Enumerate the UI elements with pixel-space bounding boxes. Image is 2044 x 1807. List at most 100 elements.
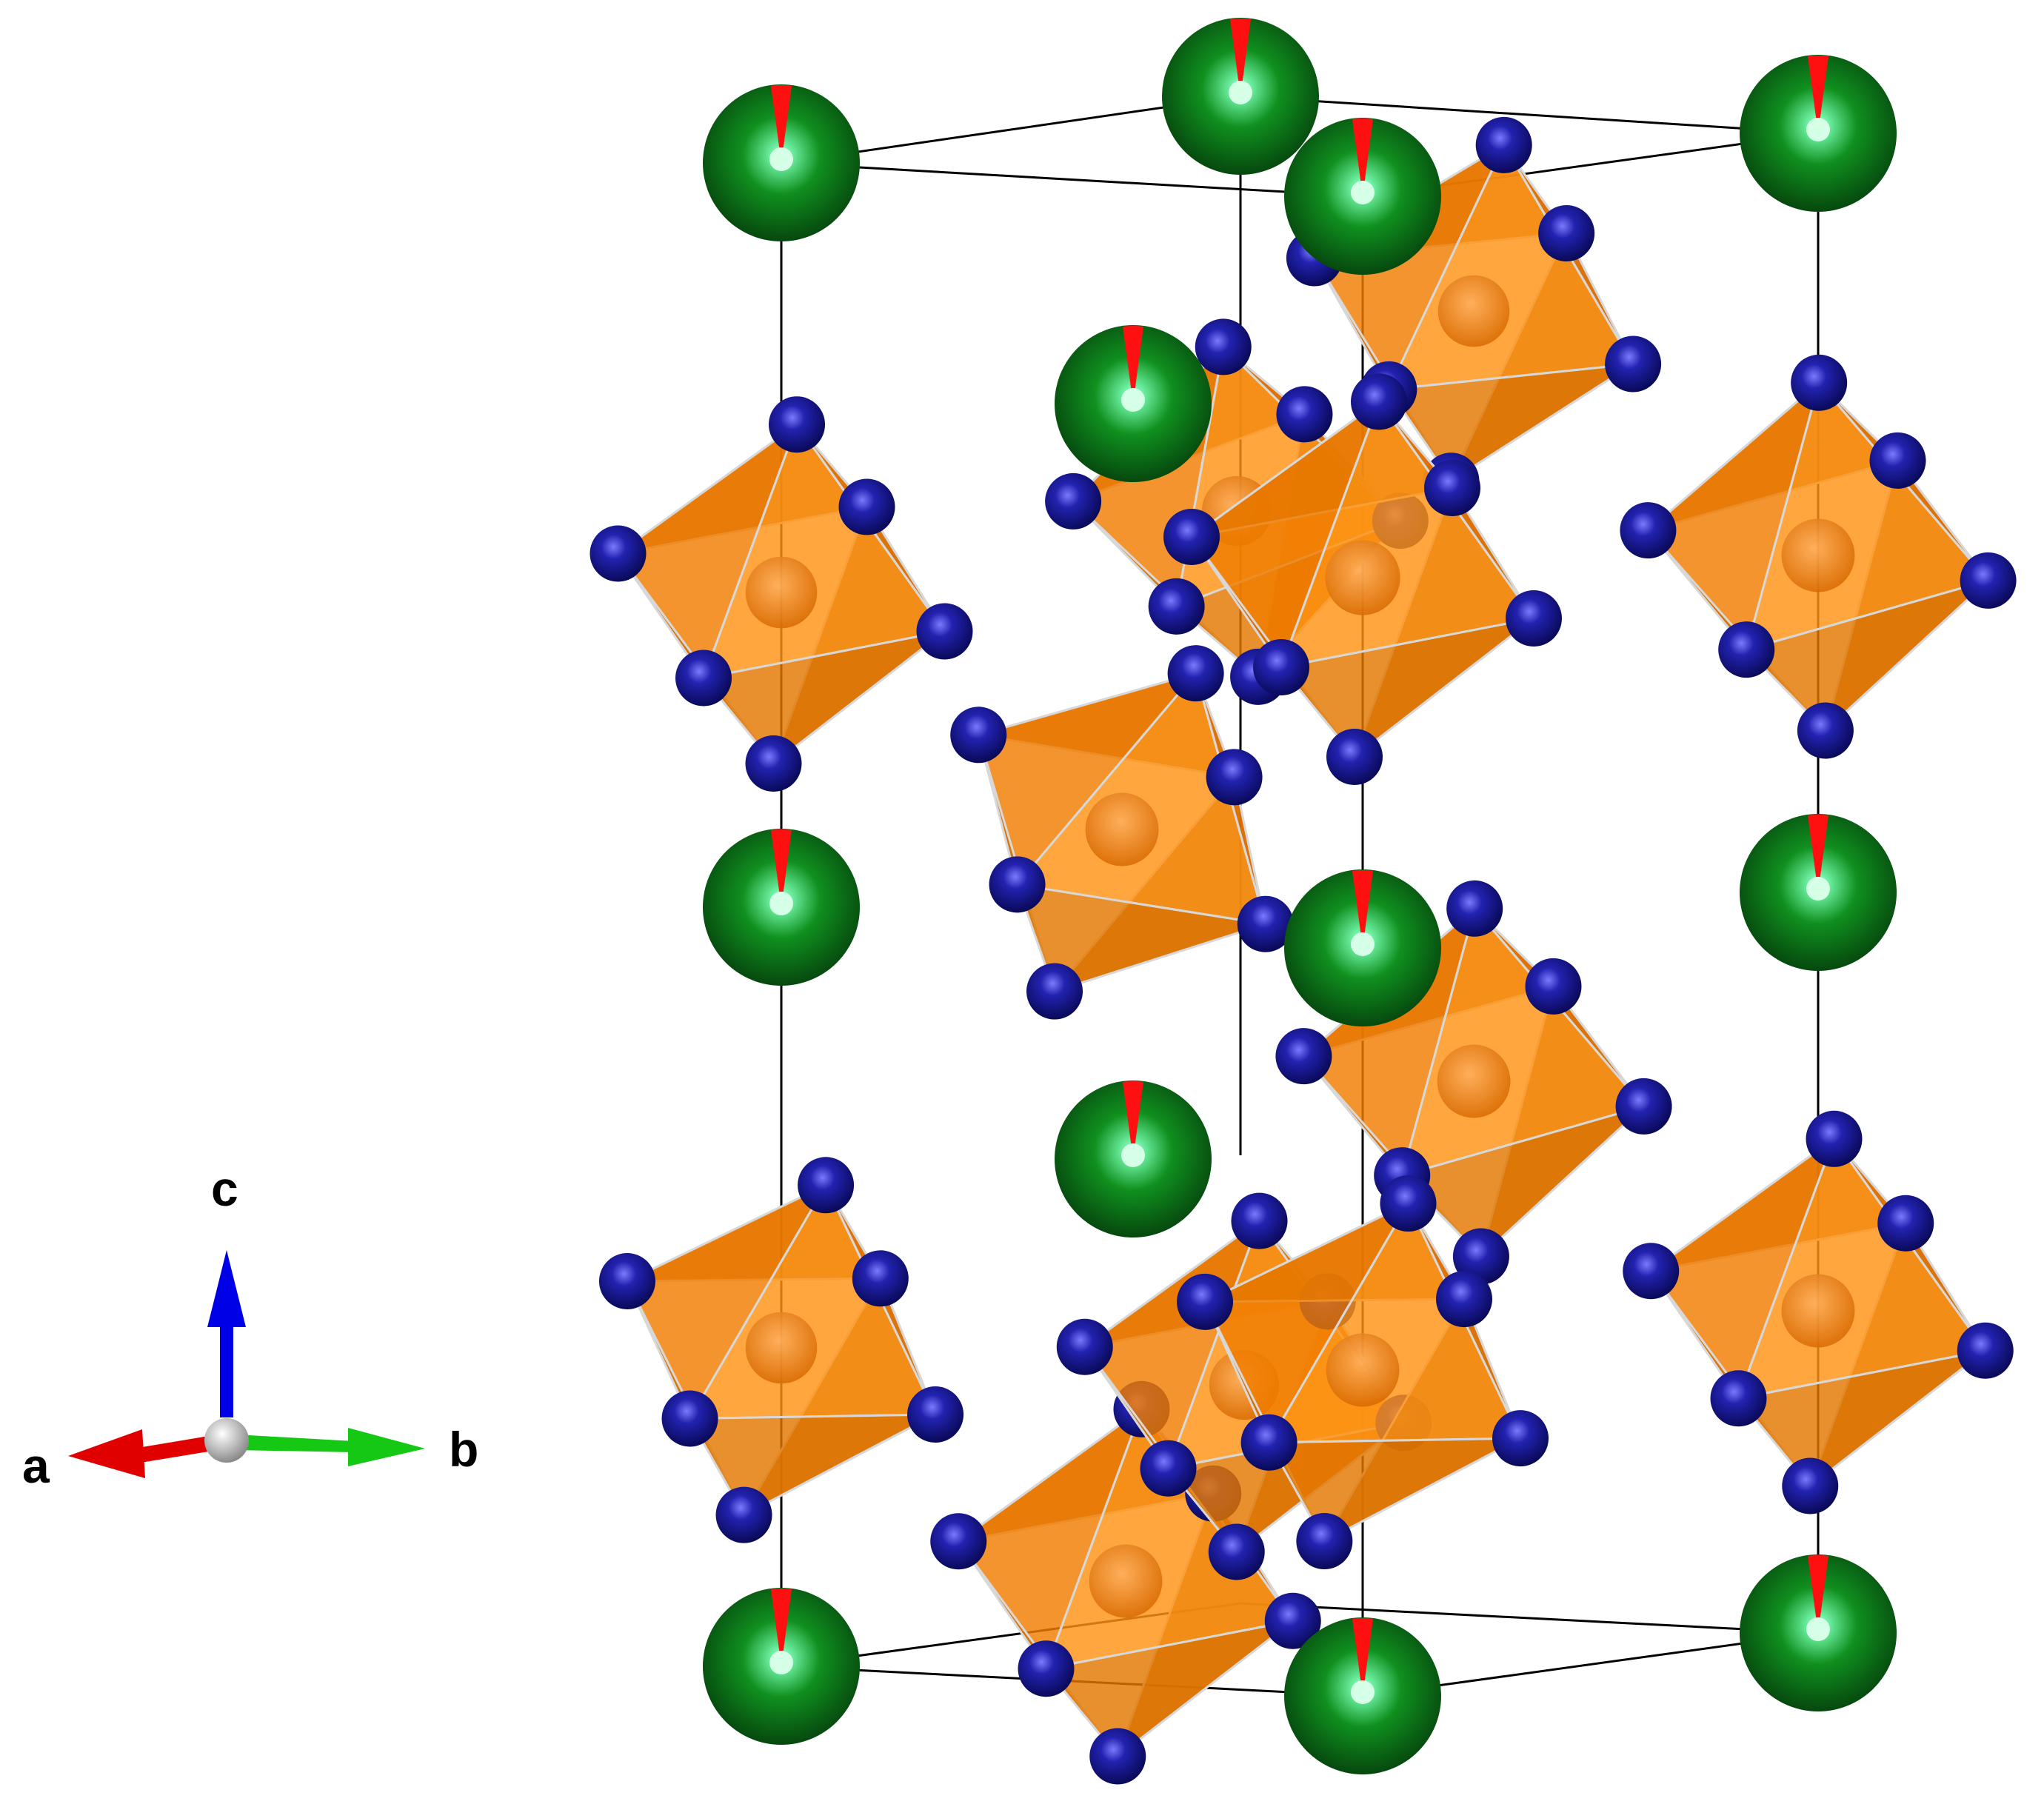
axis-label-c: c	[211, 1161, 238, 1216]
anion-sphere	[1253, 639, 1309, 695]
anion-sphere	[1167, 645, 1224, 702]
anion-sphere	[989, 856, 1046, 913]
anion-sphere	[1525, 958, 1582, 1015]
cation-occupancy-wedge	[1352, 1618, 1373, 1696]
cation-sphere	[703, 829, 860, 986]
anion-sphere	[745, 735, 802, 792]
octahedron-face	[1045, 1620, 1295, 1757]
octahedron	[1177, 1175, 1549, 1570]
anion-sphere	[1782, 1457, 1839, 1514]
cation-highlight	[769, 147, 793, 171]
cation-spheres-layer	[703, 18, 1897, 1774]
anion-sphere	[907, 1386, 964, 1443]
anion-sphere	[1791, 354, 1848, 411]
anion-sphere	[769, 396, 825, 453]
cation-sphere	[1740, 1554, 1897, 1711]
metal-atom	[1326, 1333, 1400, 1407]
octahedron-face	[1016, 883, 1267, 993]
cation-sphere	[703, 84, 860, 241]
anion-sphere	[1056, 1318, 1113, 1375]
axis-indicator: c b a	[22, 1161, 478, 1493]
anion-sphere	[1351, 373, 1407, 430]
anion-sphere	[1045, 472, 1102, 530]
cation-occupancy-wedge	[1808, 1555, 1828, 1633]
anion-sphere	[1797, 702, 1854, 759]
anion-sphere	[1208, 1523, 1265, 1580]
cation-occupancy-wedge	[1808, 815, 1828, 892]
axis-label-b: b	[449, 1422, 478, 1477]
anion-sphere	[1710, 1370, 1767, 1427]
metal-atom	[1325, 540, 1400, 615]
metal-atom	[1437, 1044, 1511, 1118]
cation-sphere	[1055, 325, 1212, 482]
cation-sphere	[1284, 1617, 1441, 1774]
cation-sphere	[1740, 55, 1897, 212]
octahedra-layer	[590, 116, 2017, 1785]
anion-sphere	[1615, 1078, 1672, 1135]
cation-highlight	[1121, 1143, 1145, 1167]
cation-sphere	[1284, 869, 1441, 1026]
a-axis-arrow	[68, 1429, 218, 1478]
octahedron-face	[1387, 363, 1634, 482]
anion-sphere	[1264, 1592, 1321, 1649]
anion-sphere	[1957, 1322, 2014, 1379]
metal-atom	[1781, 518, 1855, 592]
octahedron-face	[702, 630, 946, 765]
cation-highlight	[1806, 877, 1830, 901]
anion-sphere	[1018, 1640, 1075, 1697]
cation-highlight	[769, 1651, 793, 1674]
anion-sphere	[1446, 880, 1503, 937]
cell-edge	[781, 161, 1363, 198]
anion-sphere	[852, 1250, 909, 1307]
cation-sphere	[1162, 18, 1319, 175]
anion-sphere	[1492, 1410, 1549, 1467]
anion-sphere	[1140, 1440, 1197, 1497]
anion-sphere	[1148, 578, 1205, 635]
anion-sphere	[1623, 1243, 1680, 1300]
octahedron	[590, 396, 973, 792]
cation-sphere	[1740, 814, 1897, 971]
anion-sphere	[1296, 1513, 1353, 1570]
anion-sphere	[1231, 1192, 1288, 1249]
anion-sphere	[1806, 1110, 1863, 1167]
cell-edge	[1240, 1602, 1819, 1634]
anion-sphere	[661, 1390, 718, 1447]
octahedron-face	[1400, 1105, 1646, 1258]
anion-sphere	[1538, 205, 1595, 262]
octahedron	[1623, 1110, 2014, 1514]
anion-sphere	[598, 1253, 655, 1310]
axis-label-a: a	[22, 1438, 50, 1493]
cation-occupancy-wedge	[1352, 870, 1373, 948]
anion-sphere	[950, 707, 1007, 764]
anion-sphere	[1206, 749, 1263, 806]
cation-occupancy-wedge	[1123, 326, 1143, 404]
anion-sphere	[798, 1157, 855, 1214]
anion-sphere	[590, 525, 647, 582]
cation-highlight	[1121, 388, 1145, 412]
octahedron-face	[1745, 579, 1990, 732]
anion-sphere	[1195, 318, 1252, 375]
cation-occupancy-wedge	[771, 829, 792, 907]
anion-sphere	[1506, 590, 1562, 647]
cation-occupancy-wedge	[771, 85, 792, 163]
cation-occupancy-wedge	[771, 1589, 792, 1666]
cation-sphere	[1055, 1080, 1212, 1237]
anion-sphere	[838, 478, 895, 535]
cation-sphere	[703, 1588, 860, 1745]
octahedron	[1286, 116, 1662, 510]
octahedron-face	[1737, 1349, 1987, 1487]
octahedron	[598, 1157, 964, 1543]
cation-sphere	[1284, 118, 1441, 275]
metal-atom	[1085, 792, 1159, 866]
anion-sphere	[1026, 963, 1083, 1020]
anion-sphere	[715, 1486, 772, 1543]
metal-atom	[1089, 1544, 1163, 1618]
metal-atom	[745, 556, 818, 629]
anion-sphere	[1452, 1228, 1509, 1285]
octahedron	[1163, 373, 1562, 785]
metal-atom	[1437, 275, 1510, 347]
cation-highlight	[1351, 932, 1375, 956]
c-axis-arrow	[207, 1250, 246, 1417]
cation-highlight	[1229, 81, 1252, 104]
